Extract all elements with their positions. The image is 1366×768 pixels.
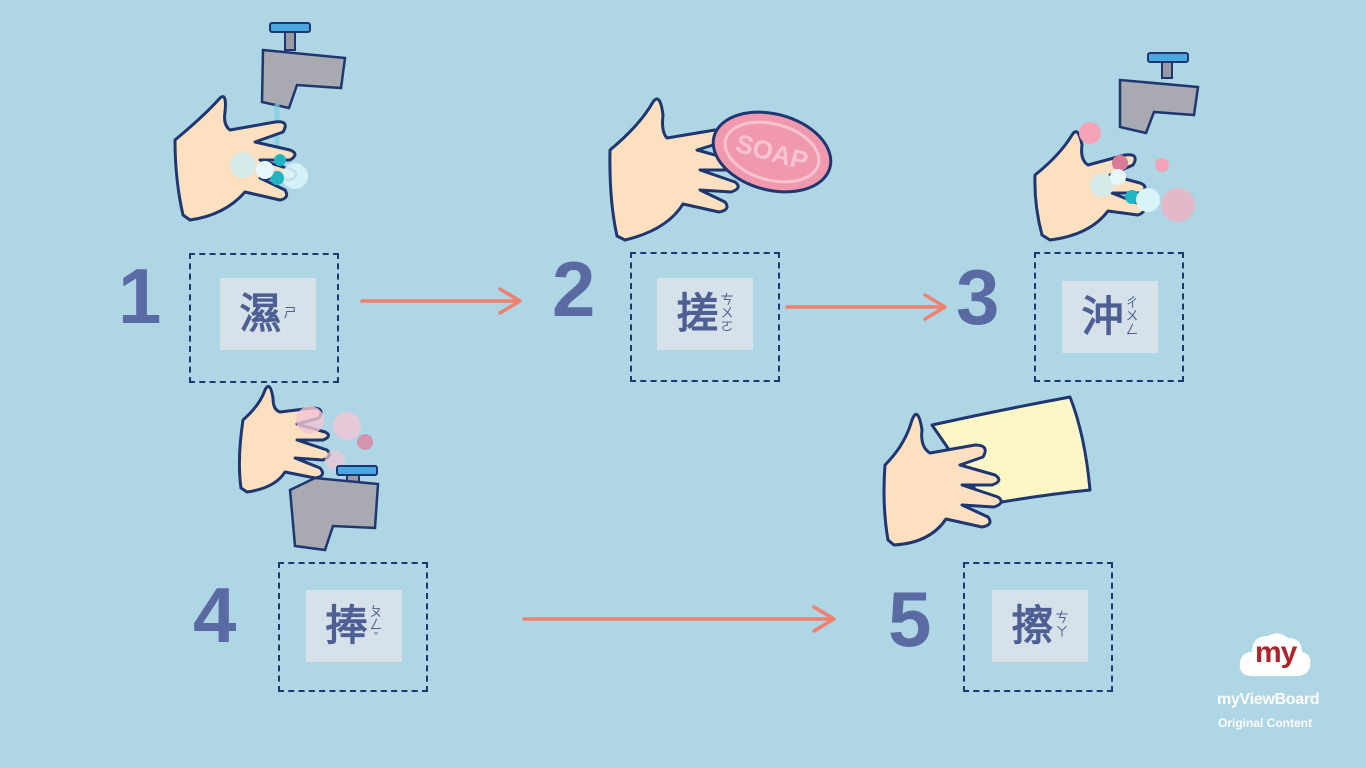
- dry-hands-illustration: [880, 395, 1100, 555]
- wet-hands-illustration: [165, 20, 355, 240]
- step-1-number: 1: [118, 257, 161, 335]
- arrow-1-to-2: [360, 286, 530, 316]
- arrow-2-to-3: [785, 292, 955, 322]
- brand-badge: my: [1255, 636, 1296, 670]
- step-5-number: 5: [888, 580, 931, 658]
- step-4-bopomofo: ㄆ ㄥ ˇ: [370, 606, 383, 647]
- arrow-4-to-5: [522, 604, 842, 634]
- step-5-character: 擦: [1011, 605, 1053, 647]
- rinse-hands-illustration: [1030, 45, 1210, 245]
- step-4-number: 4: [193, 576, 236, 654]
- step-2-card: 搓 ㄘ ㄨ ㄛ: [657, 278, 753, 350]
- step-2-number: 2: [552, 250, 595, 328]
- brand-name: myViewBoard: [1217, 691, 1319, 709]
- step-3-card: 沖 ㄔ ㄨ ㄥ: [1062, 281, 1158, 353]
- step-1-character: 濕: [239, 293, 281, 335]
- step-2-bopomofo: ㄘ ㄨ ㄛ: [721, 294, 734, 335]
- step-2-character: 搓: [676, 293, 718, 335]
- step-1-bopomofo: ㄕ: [284, 307, 297, 321]
- step-5-card: 擦 ㄘ ㄚ: [992, 590, 1088, 662]
- cup-hands-illustration: [235, 380, 385, 555]
- step-4-card: 捧 ㄆ ㄥ ˇ: [306, 590, 402, 662]
- step-3-bopomofo: ㄔ ㄨ ㄥ: [1126, 297, 1139, 338]
- step-3-character: 沖: [1081, 296, 1123, 338]
- step-4-character: 捧: [325, 605, 367, 647]
- step-3-number: 3: [956, 258, 999, 336]
- brand-tagline: Original Content: [1218, 716, 1312, 730]
- soap-hands-illustration: SOAP: [605, 90, 845, 250]
- step-5-bopomofo: ㄘ ㄚ: [1056, 612, 1069, 639]
- step-1-card: 濕 ㄕ: [220, 278, 316, 350]
